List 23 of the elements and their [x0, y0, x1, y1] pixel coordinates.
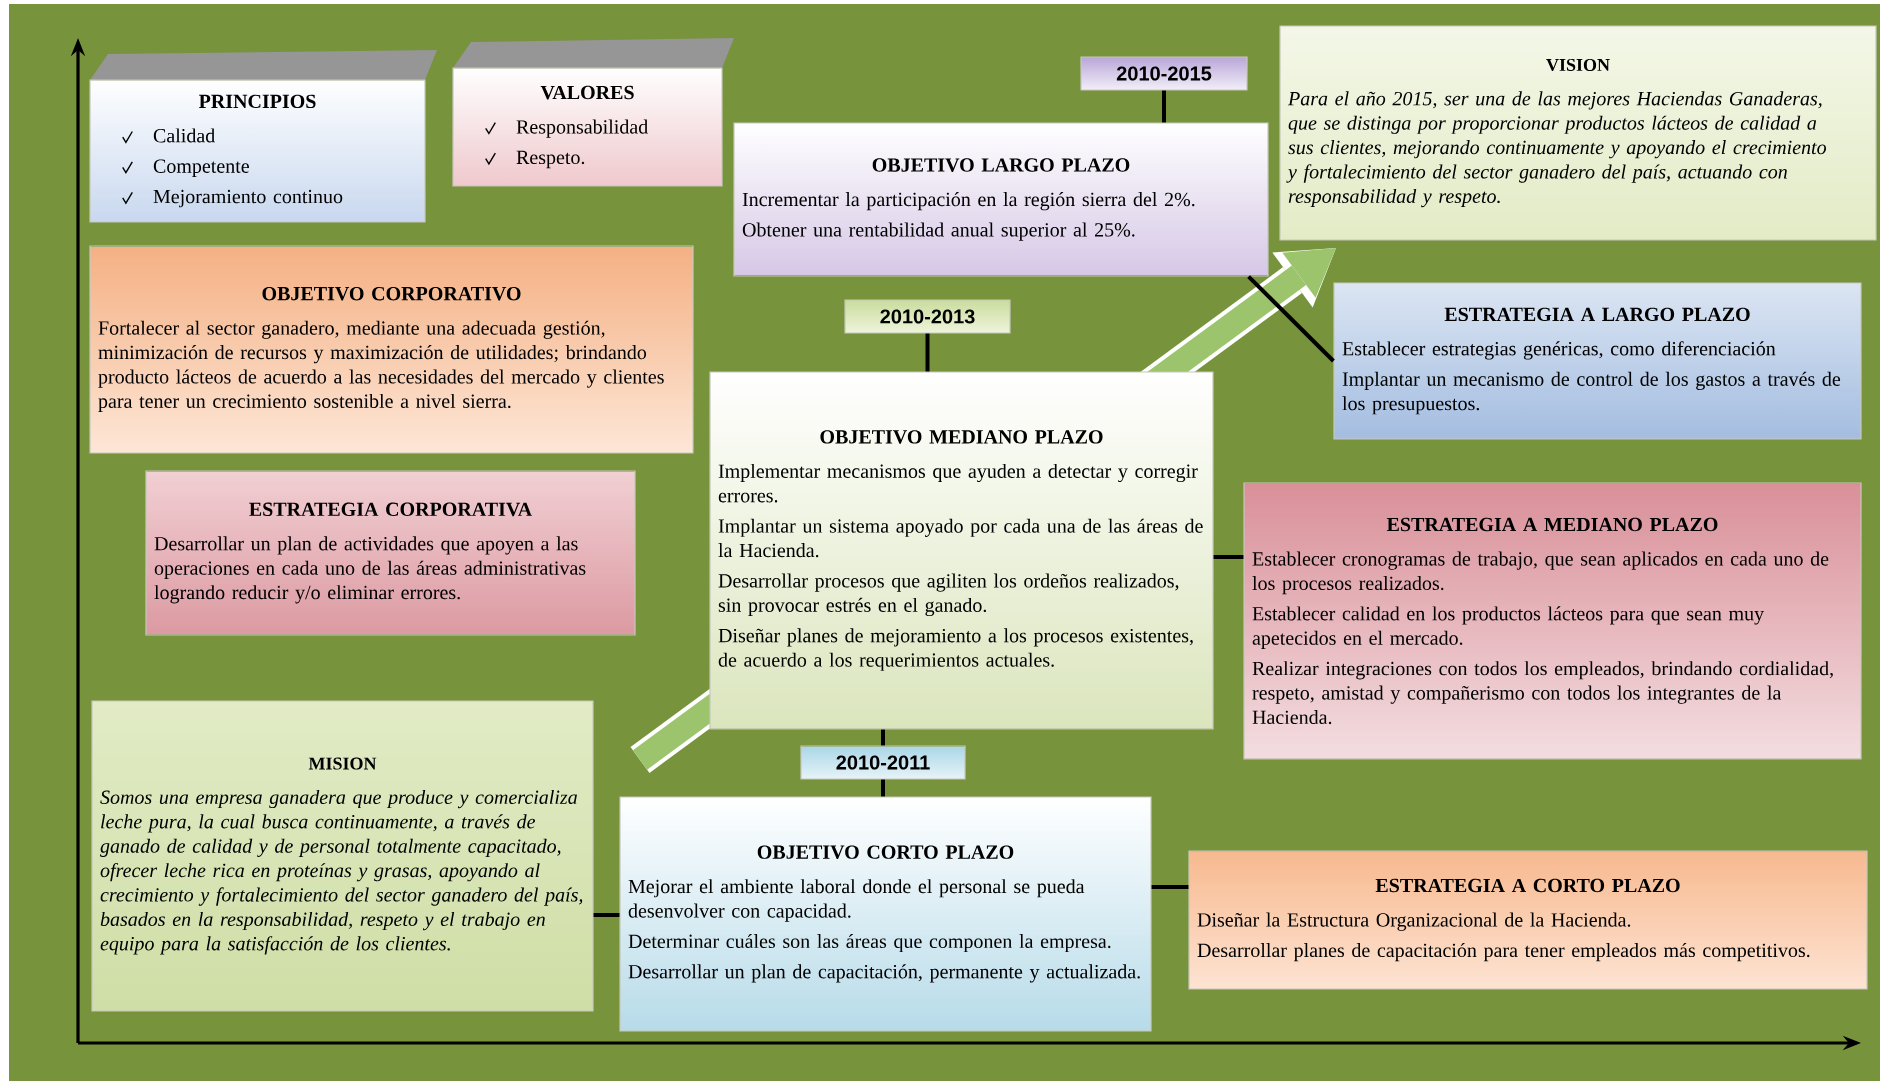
connector-line: [593, 913, 620, 917]
objective-box: OBJETIVO CORPORATIVO Fortalecer al sector ganadero, mediante una adecuada gestión, minimización de recursos y maximización de utilidades; brindando producto lácteos de acuerdo a las necesidades del mercado y clientes para tener un crecimiento sostenible a nivel sierra.: [89, 245, 694, 454]
objective-box: OBJETIVO LARGO PLAZO Incrementar la participación en la región sierra del 2%. Obtener una rentabilidad anual superior al 25%.: [733, 122, 1269, 277]
values-card: VALORES Responsabilidad Respeto.: [452, 38, 734, 187]
date-label: 2010-2011: [800, 745, 966, 780]
strategy-box: ESTRATEGIA A LARGO PLAZO Establecer estrategias genéricas, como diferenciación Implantar un mecanismo de control de los gastos a través de los presupuestos.: [1333, 282, 1862, 440]
mission-box: MISION Somos una empresa ganadera que produce y comercializa leche pura, la cual busca continuamente, a través de ganado de calidad y de personal totalmente capacitado, ofrecer leche rica en proteínas y grasas, apoyando al crecimiento y fortalecimiento del sector ganadero del país, basados en la responsabilidad, respeto y el trabajo en equipo para la satisfacción de los clientes.: [91, 700, 594, 1012]
principles-card: PRINCIPIOS Calidad Competente Mejoramiento continuo: [89, 50, 437, 223]
date-label: 2010-2015: [1080, 56, 1248, 91]
connector-line: [1162, 90, 1166, 123]
connector-line: [925, 333, 930, 372]
vision-box: VISION Para el año 2015, ser una de las mejores Haciendas Ganaderas, que se distinga por proporcionar productos lácteos de calidad a sus clientes, mejorando continuamente y apoyando el crecimiento y fortalecimiento del sector ganadero del país, actuando con responsabilidad y respeto.: [1279, 25, 1877, 241]
strategy-box: ESTRATEGIA CORPORATIVA Desarrollar un plan de actividades que apoyen a las operaciones en cada uno de las áreas administrativas logrando reducir y/o eliminar errores.: [145, 470, 636, 636]
objective-box: OBJETIVO CORTO PLAZO Mejorar el ambiente laboral donde el personal se pueda desenvolver con capacidad. Determinar cuáles son las áreas que componen la empresa. Desarrollar un plan de capacitación, permanente y actualizada.: [619, 796, 1152, 1032]
date-label: 2010-2013: [844, 299, 1011, 334]
strategy-box: ESTRATEGIA A MEDIANO PLAZO Establecer cronogramas de trabajo, que sean aplicados en cada uno de los procesos realizados. Establecer calidad en los productos lácteos para que sean muy apetecidos en el mercado. Realizar integraciones con todos los empleados, brindando cordialidad, respeto, amistad y compañerismo con todos los integrantes de la Hacienda.: [1243, 482, 1862, 760]
connector-line: [1247, 275, 1335, 363]
connector-line: [1213, 555, 1244, 559]
connector-line: [881, 729, 885, 746]
strategy-box: ESTRATEGIA A CORTO PLAZO Diseñar la Estructura Organizacional de la Hacienda. Desarrollar planes de capacitación para tener empleados más competitivos.: [1188, 850, 1868, 990]
connector-line: [881, 779, 885, 797]
objective-box: OBJETIVO MEDIANO PLAZO Implementar mecanismos que ayuden a detectar y corregir errores. Implantar un sistema apoyado por cada una de las áreas de la Hacienda. Desarrollar procesos que agiliten los ordeños realizados, sin provocar estrés en el ganado. Diseñar planes de mejoramiento a los procesos existentes, de acuerdo a los requerimientos actuales.: [709, 371, 1214, 730]
connector-line: [1151, 885, 1189, 889]
